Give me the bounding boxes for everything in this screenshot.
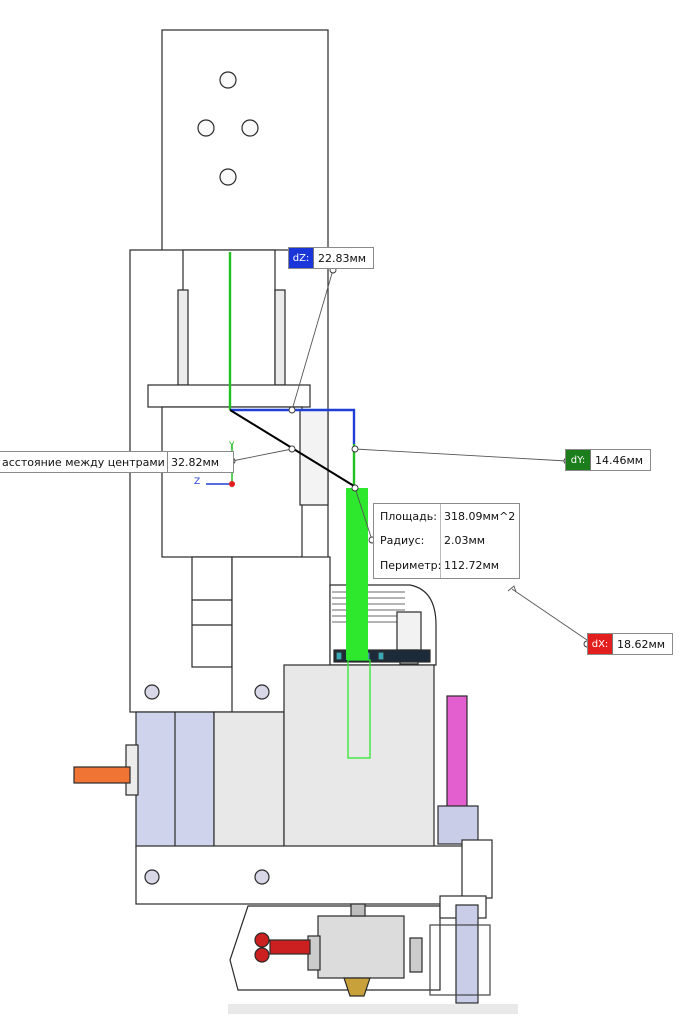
radius-value: 2.03мм bbox=[444, 534, 486, 548]
leader-lines bbox=[231, 269, 588, 641]
filament-guide[interactable] bbox=[437, 695, 479, 845]
top-mount-plate[interactable] bbox=[161, 29, 329, 253]
dz-tag: dZ: bbox=[289, 248, 314, 268]
dy-callout[interactable]: dY: 14.46мм bbox=[565, 449, 651, 471]
center-distance-dropdown[interactable]: асстояние между центрами ⌄ bbox=[0, 451, 168, 473]
radius-label: Радиус: bbox=[374, 528, 441, 554]
triad-z-label: Z bbox=[194, 477, 200, 487]
hotend-assembly[interactable] bbox=[229, 895, 491, 1004]
chevron-down-icon[interactable]: ⌄ bbox=[165, 457, 167, 468]
lower-bracket[interactable] bbox=[135, 839, 493, 905]
center-distance-label: асстояние между центрами bbox=[2, 455, 165, 469]
perimeter-value: 112.72мм bbox=[444, 559, 500, 573]
dy-value: 14.46мм bbox=[595, 453, 644, 467]
measure-properties-box[interactable]: Площадь: 318.09мм^2 Радиус: 2.03мм Перим… bbox=[373, 503, 520, 579]
perimeter-label: Периметр: bbox=[374, 553, 441, 578]
dx-value: 18.62мм bbox=[617, 637, 666, 651]
center-distance-value: 32.82мм bbox=[168, 451, 234, 473]
triad-y-label: Y bbox=[228, 441, 235, 451]
area-value: 318.09мм^2 bbox=[444, 509, 516, 523]
ground-shadow bbox=[228, 1004, 518, 1014]
heatsink-bracket[interactable] bbox=[329, 584, 437, 666]
dx-callout[interactable]: dX: 18.62мм bbox=[587, 633, 673, 655]
center-distance-callout[interactable]: асстояние между центрами ⌄ 32.82мм bbox=[0, 451, 234, 473]
dy-tag: dY: bbox=[566, 450, 591, 470]
motor-housing[interactable] bbox=[73, 664, 435, 848]
area-label: Площадь: bbox=[374, 504, 441, 529]
dz-callout[interactable]: dZ: 22.83мм bbox=[288, 247, 374, 269]
selected-cylinder-face[interactable] bbox=[346, 488, 371, 759]
dx-tag: dX: bbox=[588, 634, 613, 654]
dz-value: 22.83мм bbox=[318, 251, 367, 265]
